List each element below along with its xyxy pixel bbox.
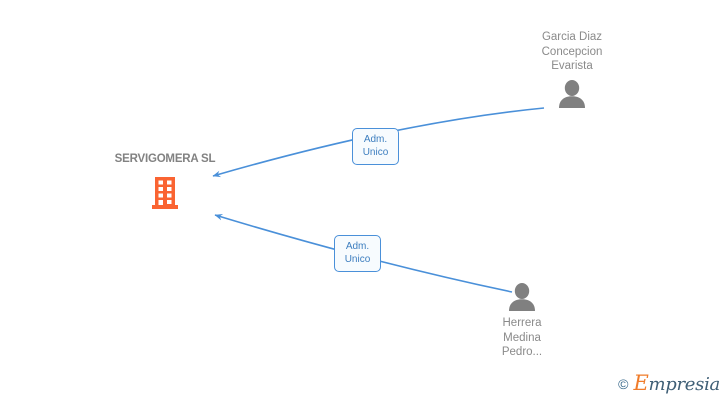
person-node-herrera-medina[interactable]: Herrera Medina Pedro... (462, 283, 582, 360)
person-icon (559, 79, 585, 108)
brand-rest: mpresia (648, 374, 721, 395)
relation-label-adm-unico-garcia-diaz[interactable]: Adm. Unico (352, 128, 399, 165)
person-icon (509, 283, 535, 311)
relation-label-adm-unico-herrera-medina[interactable]: Adm. Unico (334, 235, 381, 272)
company-name-label: SERVIGOMERA SL (114, 153, 216, 165)
company-node[interactable]: SERVIGOMERA SL (100, 152, 230, 209)
brand-initial: E (633, 371, 649, 395)
person-name-label: Garcia Diaz Concepcion Evarista (541, 31, 603, 72)
person-name-label: Herrera Medina Pedro... (501, 317, 543, 358)
watermark: © Empresia (618, 373, 720, 394)
building-icon (152, 177, 178, 209)
copyright-icon: © (618, 375, 629, 392)
person-node-garcia-diaz[interactable]: Garcia Diaz Concepcion Evarista (512, 30, 632, 108)
brand-logo: Empresia (633, 373, 720, 394)
